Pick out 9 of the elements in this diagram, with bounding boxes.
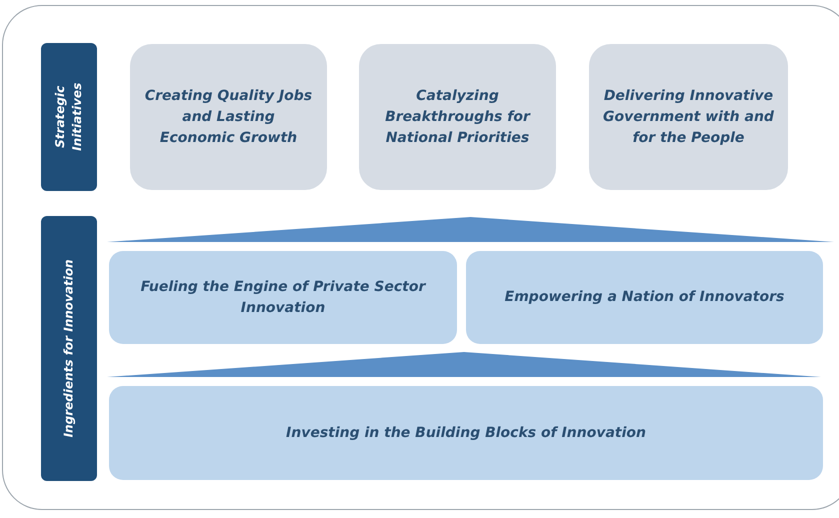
section-label-bar: Ingredients for Innovation: [41, 216, 97, 481]
rounded-frame: [2, 5, 839, 510]
initiative-box: Investing in the Building Blocks of Innovation: [109, 386, 823, 480]
initiative-box: Empowering a Nation of Innovators: [466, 251, 823, 344]
section-label-bar: Strategic Initiatives: [41, 43, 97, 191]
initiative-box: Fueling the Engine of Private Sector Innovation: [109, 251, 457, 344]
initiative-box: Catalyzing Breakthroughs for National Priorities: [359, 44, 556, 190]
initiative-box: Creating Quality Jobs and Lasting Economic Growth: [130, 44, 327, 190]
initiative-box: Delivering Innovative Government with and for the People: [589, 44, 788, 190]
